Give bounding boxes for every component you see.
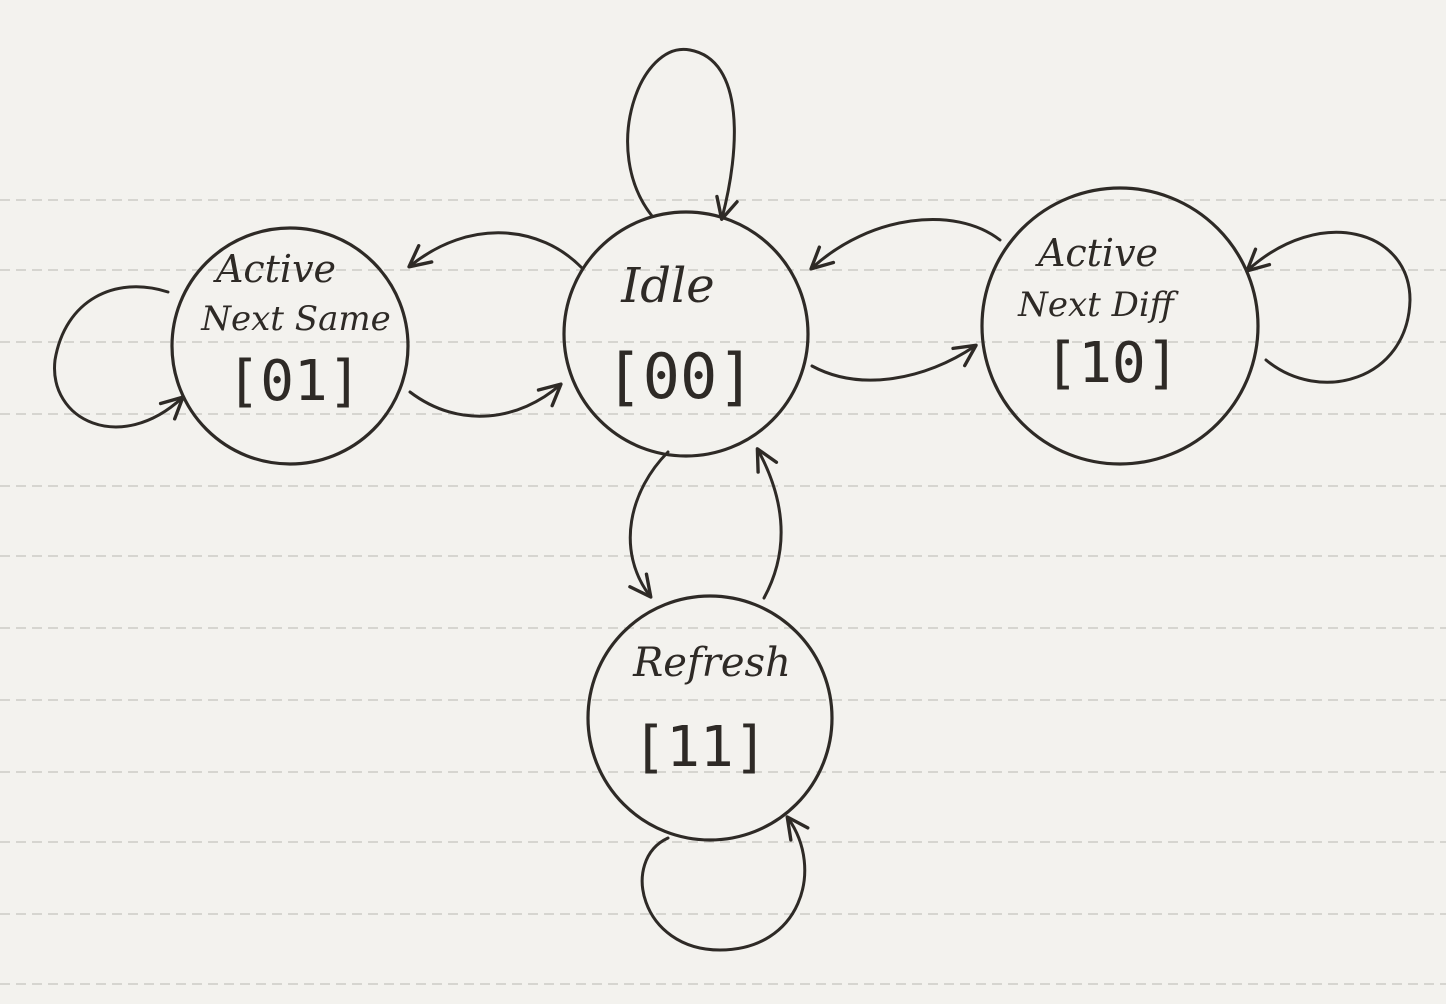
state-active-next-diff: Active Next Diff [10] [980,186,1260,466]
edge-active-next-diff-self [1245,230,1412,384]
transitions [53,47,1412,952]
edge-idle-self [626,47,739,221]
edge-refresh-to-idle [755,447,783,600]
state-code: [10] [1045,331,1180,396]
state-name-line2: Next Same [200,299,390,339]
state-name-line1: Active [1035,231,1158,275]
ruled-lines [0,199,1446,985]
state-code: [01] [227,349,362,414]
state-circle [586,594,834,842]
edge-idle-to-refresh [628,450,670,599]
state-active-next-same: Active Next Same [01] [170,226,410,466]
state-circle [170,226,410,466]
state-name-line1: Active [213,247,336,291]
state-refresh: Refresh [11] [586,594,834,842]
state-circle [562,210,810,458]
state-idle: Idle [00] [562,210,810,458]
state-circle [980,186,1260,466]
edge-refresh-self [640,815,810,952]
state-code: [00] [605,340,754,413]
state-name: Refresh [632,640,791,686]
edge-active-next-diff-to-idle [809,217,1002,271]
edge-active-next-same-self [53,285,185,429]
state-code: [11] [633,715,768,780]
state-name-line2: Next Diff [1017,285,1179,325]
edge-active-next-same-to-idle [408,382,563,418]
edge-idle-to-active-next-same [407,231,584,270]
edge-idle-to-active-next-diff [810,343,978,382]
state-name: Idle [620,258,714,314]
